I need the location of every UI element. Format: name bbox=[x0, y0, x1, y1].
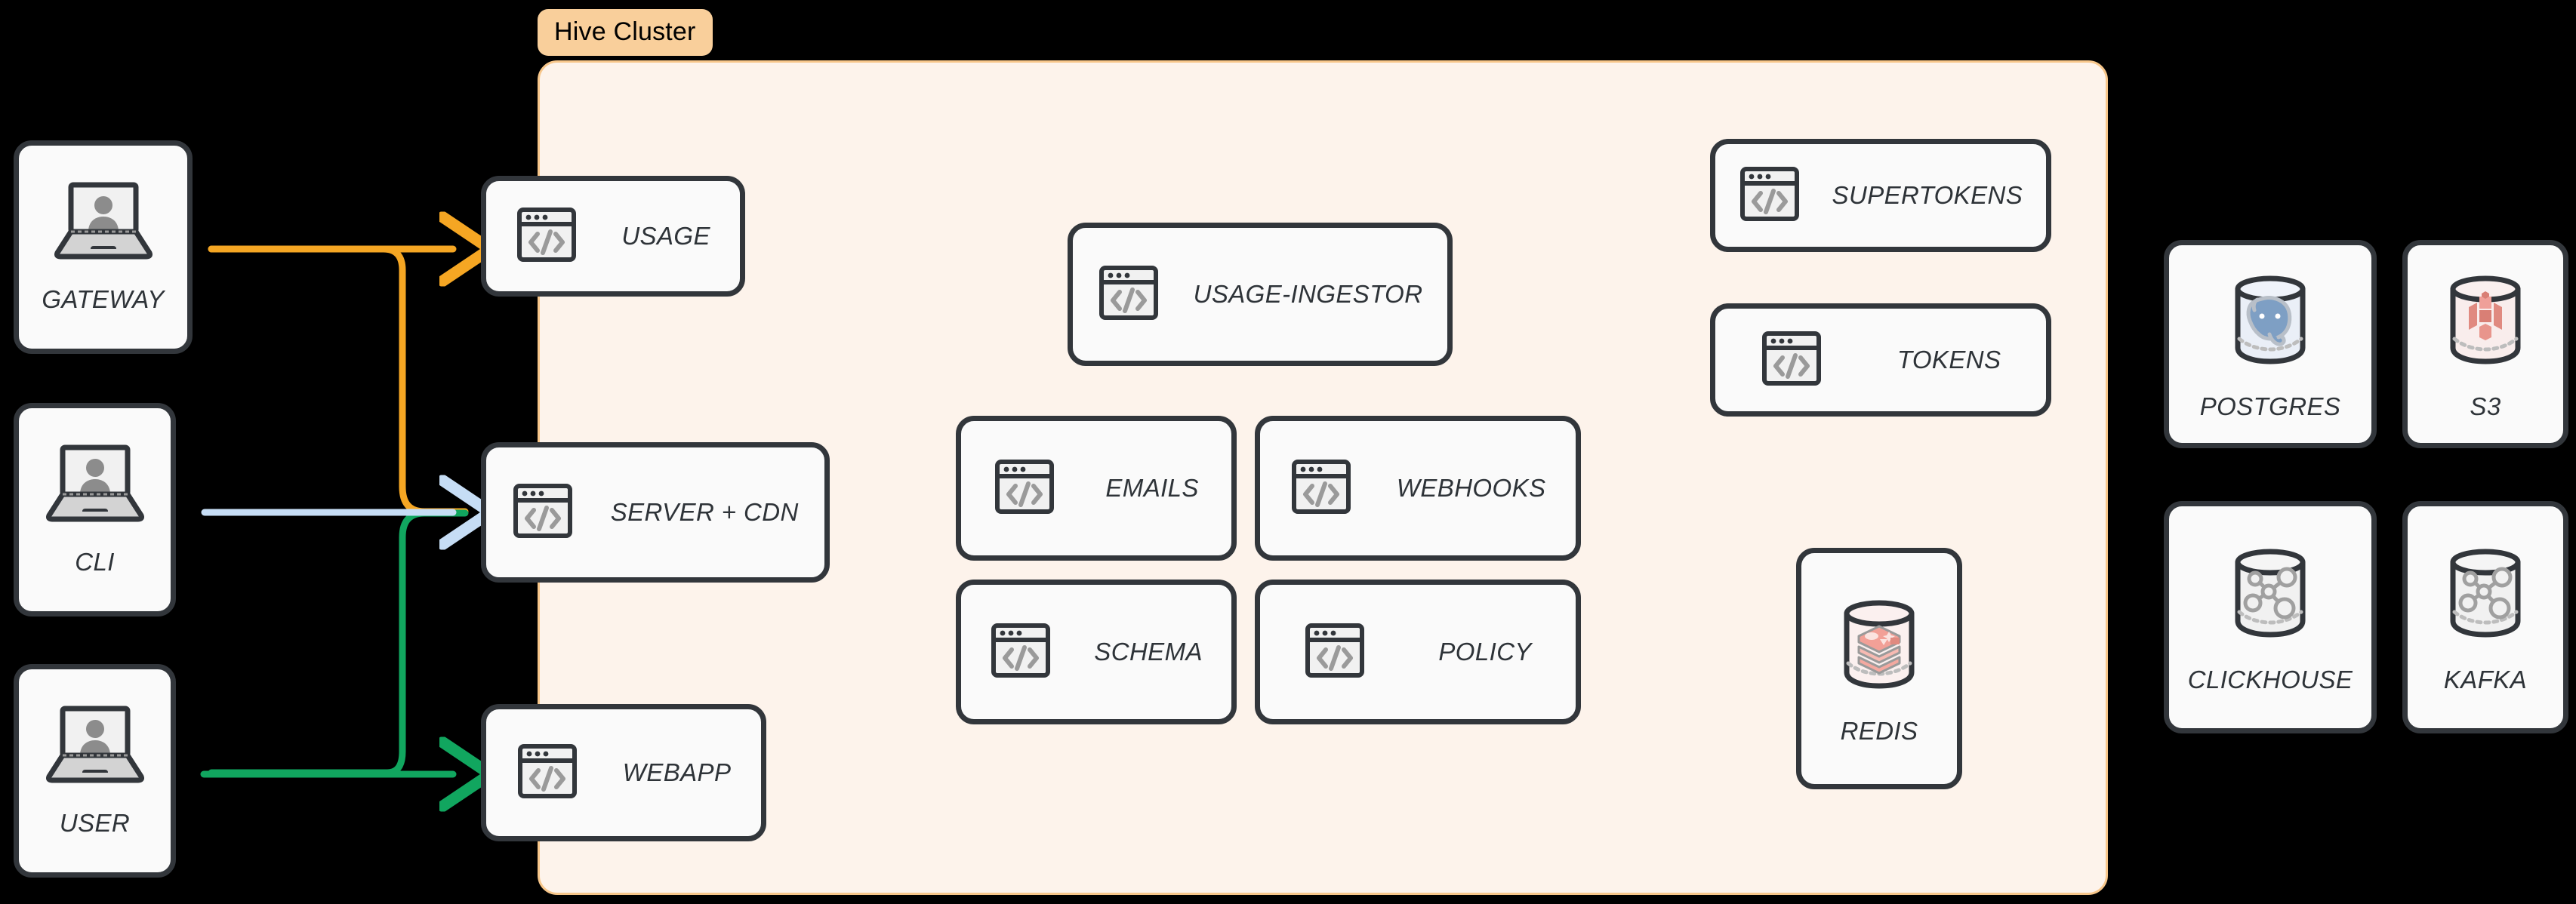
code-window-icon bbox=[990, 620, 1052, 685]
code-window-icon bbox=[512, 480, 574, 546]
node-gateway-label: GATEWAY bbox=[42, 285, 165, 313]
code-window-icon bbox=[516, 204, 578, 269]
node-server-cdn-label: SERVER + CDN bbox=[610, 498, 799, 526]
code-window-icon bbox=[1290, 456, 1352, 521]
node-gateway[interactable]: GATEWAY bbox=[14, 140, 193, 354]
node-usage-ingestor[interactable]: USAGE-INGESTOR bbox=[1068, 223, 1453, 366]
laptop-user-icon bbox=[45, 443, 144, 528]
node-policy-label: POLICY bbox=[1438, 638, 1532, 666]
node-webhooks-label: WEBHOOKS bbox=[1396, 474, 1546, 502]
code-window-icon bbox=[516, 740, 578, 806]
node-webapp-label: WEBAPP bbox=[622, 758, 732, 786]
node-s3-label: S3 bbox=[2470, 392, 2501, 420]
node-schema[interactable]: SCHEMA bbox=[956, 580, 1237, 724]
node-usage-label: USAGE bbox=[621, 222, 710, 250]
node-redis-label: REDIS bbox=[1840, 716, 1918, 745]
node-kafka[interactable]: KAFKA bbox=[2402, 501, 2568, 733]
node-postgres-label: POSTGRES bbox=[2199, 392, 2341, 420]
node-tokens-label: TOKENS bbox=[1897, 346, 2001, 374]
database-network-icon bbox=[2435, 541, 2536, 646]
node-redis[interactable]: REDIS bbox=[1796, 548, 1962, 789]
edge-user-to-server-cdn bbox=[208, 509, 469, 776]
node-policy[interactable]: POLICY bbox=[1255, 580, 1581, 724]
node-clickhouse-label: CLICKHOUSE bbox=[2187, 665, 2353, 693]
node-kafka-label: KAFKA bbox=[2443, 665, 2528, 693]
node-usage[interactable]: USAGE bbox=[481, 176, 745, 297]
node-cli-label: CLI bbox=[75, 548, 115, 576]
node-supertokens-label: SUPERTOKENS bbox=[1832, 181, 2023, 209]
node-server-cdn[interactable]: SERVER + CDN bbox=[481, 442, 830, 583]
code-window-icon bbox=[994, 456, 1055, 521]
node-user-label: USER bbox=[59, 809, 131, 837]
code-window-icon bbox=[1098, 262, 1160, 327]
edge-gateway-to-server-cdn bbox=[208, 245, 469, 515]
database-network-icon bbox=[2220, 541, 2321, 646]
node-emails-label: EMAILS bbox=[1105, 474, 1199, 502]
node-postgres[interactable]: POSTGRES bbox=[2164, 240, 2377, 448]
hive-cluster-label: Hive Cluster bbox=[538, 9, 713, 56]
node-supertokens[interactable]: SUPERTOKENS bbox=[1710, 139, 2051, 252]
node-tokens[interactable]: TOKENS bbox=[1710, 303, 2051, 417]
laptop-user-icon bbox=[54, 180, 153, 266]
node-emails[interactable]: EMAILS bbox=[956, 416, 1237, 561]
database-redis-icon bbox=[1829, 592, 1930, 697]
database-s3-icon bbox=[2435, 268, 2536, 373]
database-postgres-icon bbox=[2220, 268, 2321, 373]
node-user[interactable]: USER bbox=[14, 664, 176, 878]
node-webapp[interactable]: WEBAPP bbox=[481, 704, 766, 841]
node-usage-ingestor-label: USAGE-INGESTOR bbox=[1193, 280, 1423, 308]
node-schema-label: SCHEMA bbox=[1094, 638, 1203, 666]
code-window-icon bbox=[1739, 163, 1801, 229]
code-window-icon bbox=[1304, 620, 1366, 685]
node-webhooks[interactable]: WEBHOOKS bbox=[1255, 416, 1581, 561]
node-clickhouse[interactable]: CLICKHOUSE bbox=[2164, 501, 2377, 733]
node-s3[interactable]: S3 bbox=[2402, 240, 2568, 448]
node-cli[interactable]: CLI bbox=[14, 403, 176, 617]
laptop-user-icon bbox=[45, 704, 144, 789]
code-window-icon bbox=[1761, 327, 1823, 393]
